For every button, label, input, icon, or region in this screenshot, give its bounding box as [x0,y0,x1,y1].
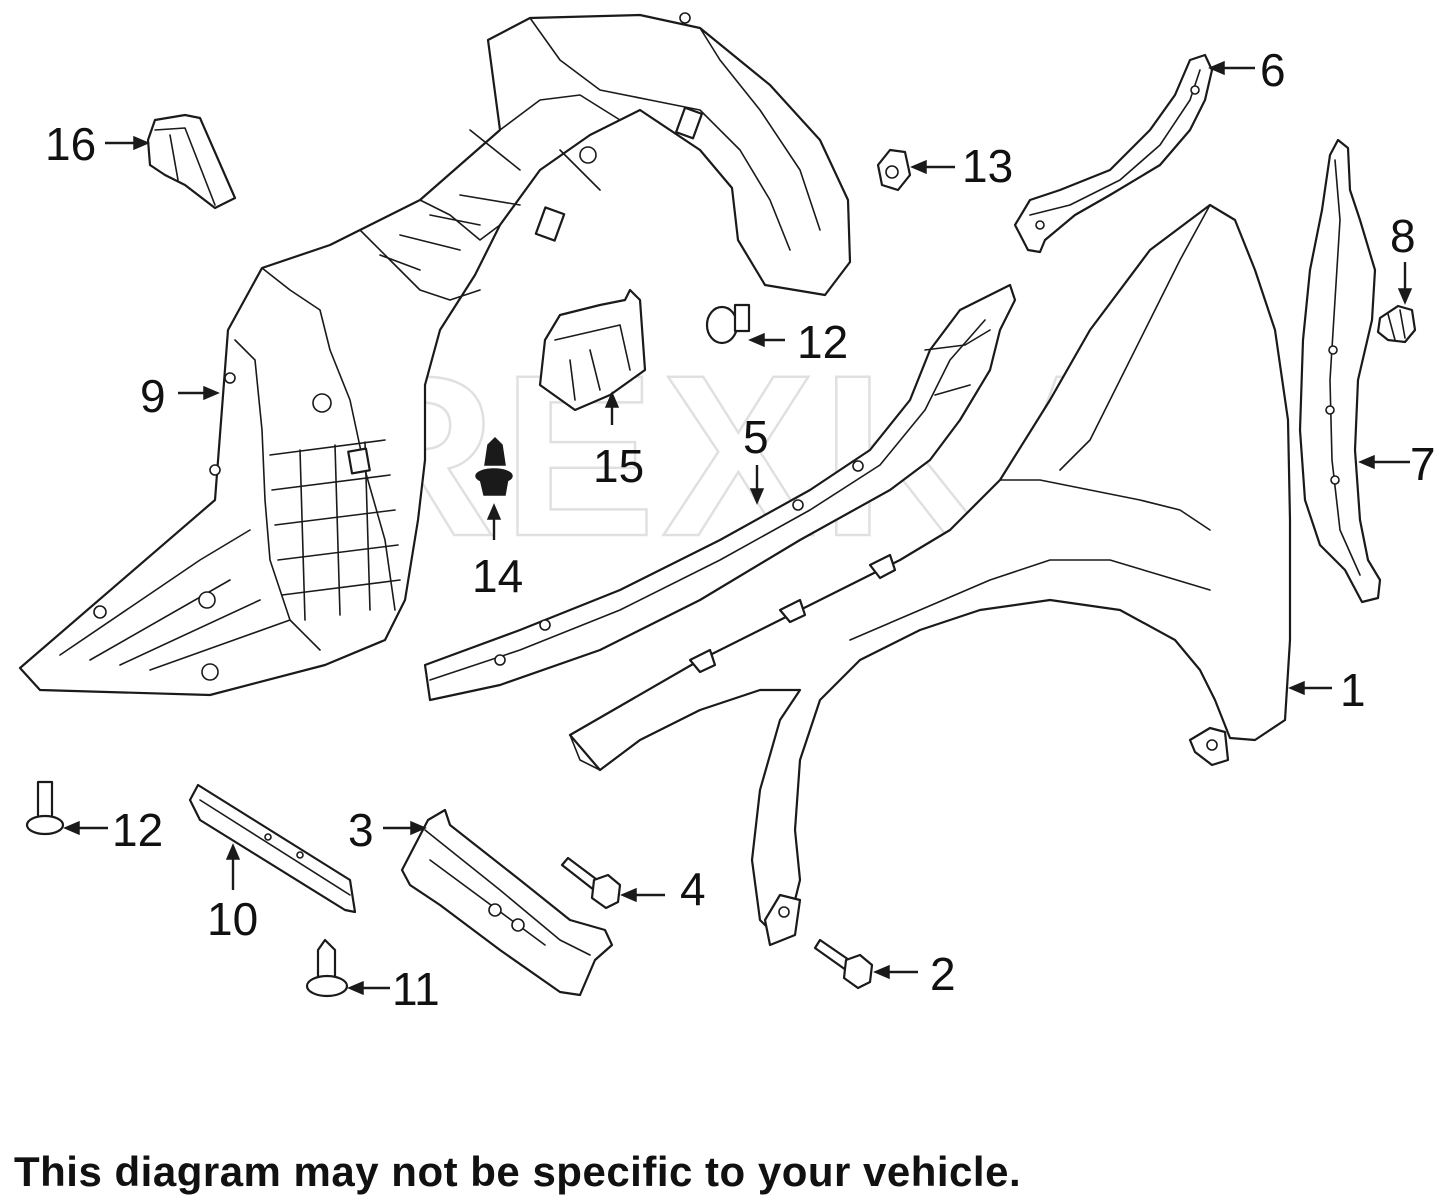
bracket-bolt-drawing [560,856,622,910]
callout-label: 12 [797,316,848,368]
callout-label: 1 [1340,664,1366,716]
callout-label: 3 [348,804,374,856]
fender-liner-drawing [18,12,852,697]
fender-rail-drawing [423,283,1017,702]
liner-bracket-drawing [146,113,237,210]
callout-label: 5 [743,411,769,463]
push-clip-drawing [475,436,513,496]
callout-label: 2 [930,948,956,1000]
callout-label: 13 [962,140,1013,192]
callout-label: 6 [1260,44,1286,96]
callout-label: 14 [472,550,523,602]
fender-drawing [568,203,1292,947]
insulator-drawing [538,288,647,412]
rear-seal-drawing [1298,138,1382,604]
callout-label: 12 [112,804,163,856]
callout-label: 7 [1410,438,1436,490]
shield-rivet-drawing [305,938,349,998]
callout-label: 9 [140,370,166,422]
disclaimer-text: This diagram may not be specific to your… [14,1148,1022,1195]
liner-rivet-lower-drawing [25,780,65,836]
callout-label: 4 [680,863,706,915]
callout-label: 8 [1390,210,1416,262]
callout-label: 10 [207,893,258,945]
nut-drawing [876,148,912,192]
splash-shield-drawing [188,783,357,914]
upper-bracket-drawing [1013,53,1214,254]
seal-clip-drawing [1376,304,1417,344]
callout-label: 16 [45,118,96,170]
lower-bracket-drawing [400,808,614,997]
leader-lines [63,60,1413,996]
liner-rivet-upper-drawing [705,303,751,345]
callout-label: 11 [392,963,440,1015]
callout-label: 15 [593,440,644,492]
fender-bolt-drawing [813,938,874,990]
